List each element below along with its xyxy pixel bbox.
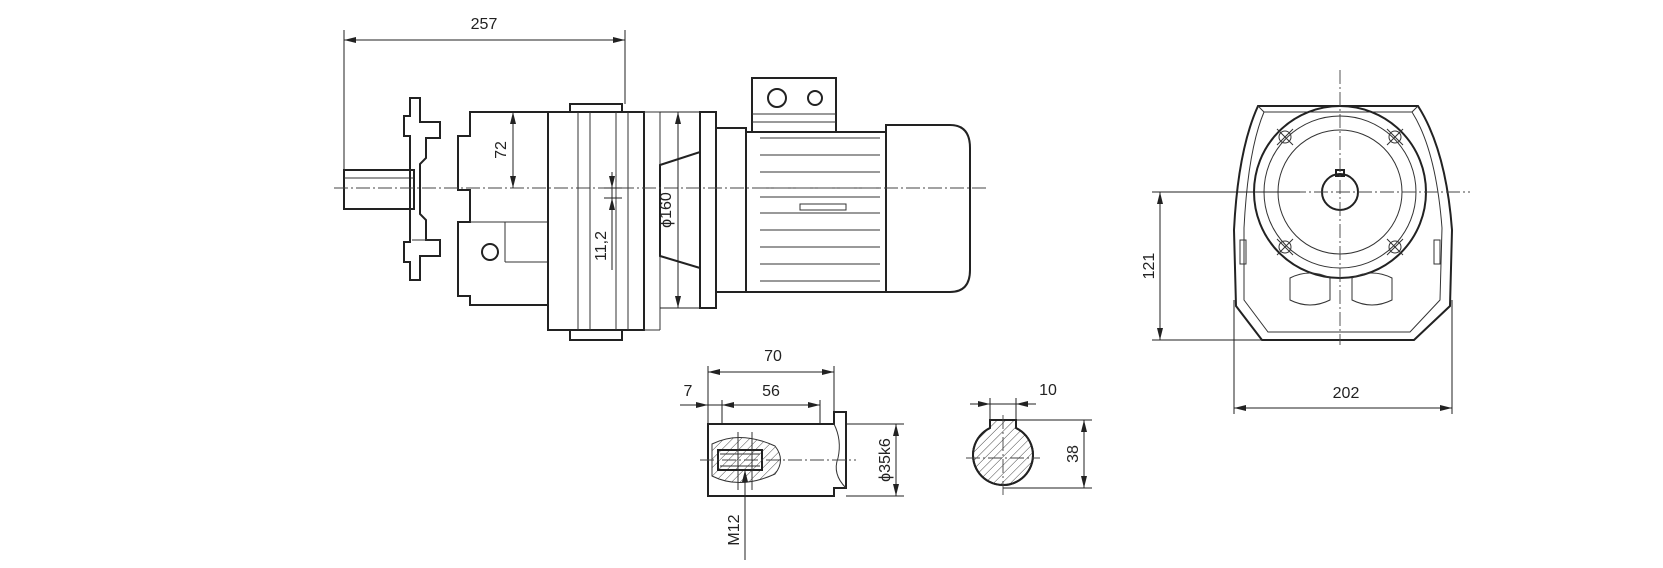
intermediate-housing [547, 103, 661, 341]
dim-shaft-length: 70 [764, 348, 782, 365]
bolt-holes [1276, 128, 1404, 256]
shaft-cross-section: 10 38 [966, 382, 1092, 498]
dim-shaft-offset: 11,2 [593, 231, 610, 261]
side-view [334, 77, 986, 341]
front-view: 121 202 [1141, 70, 1470, 414]
side-view-dimensions: 257 72 11,2 ϕ160 [343, 16, 700, 309]
dim-housing-width: 202 [1333, 385, 1360, 402]
dim-shaft-height: 121 [1141, 253, 1158, 280]
dim-thread: M12 [726, 514, 743, 545]
dim-shaft-diameter: ϕ35k6 [877, 438, 894, 482]
output-flange [403, 97, 441, 281]
dim-key-width: 10 [1039, 382, 1057, 399]
dim-shaft-shoulder: 7 [684, 383, 693, 400]
dim-flange-diameter: ϕ160 [658, 192, 675, 228]
output-shaft [343, 169, 415, 210]
electric-motor [745, 77, 971, 293]
dim-flange-height: 72 [493, 141, 510, 159]
dim-keyway-length: 56 [762, 383, 780, 400]
dim-key-height: 38 [1065, 445, 1082, 463]
dim-overall-length: 257 [471, 16, 498, 33]
terminal-box [751, 77, 837, 133]
gear-housing [457, 111, 549, 306]
shaft-detail-view: 70 7 56 ϕ35k6 M12 [680, 348, 904, 560]
